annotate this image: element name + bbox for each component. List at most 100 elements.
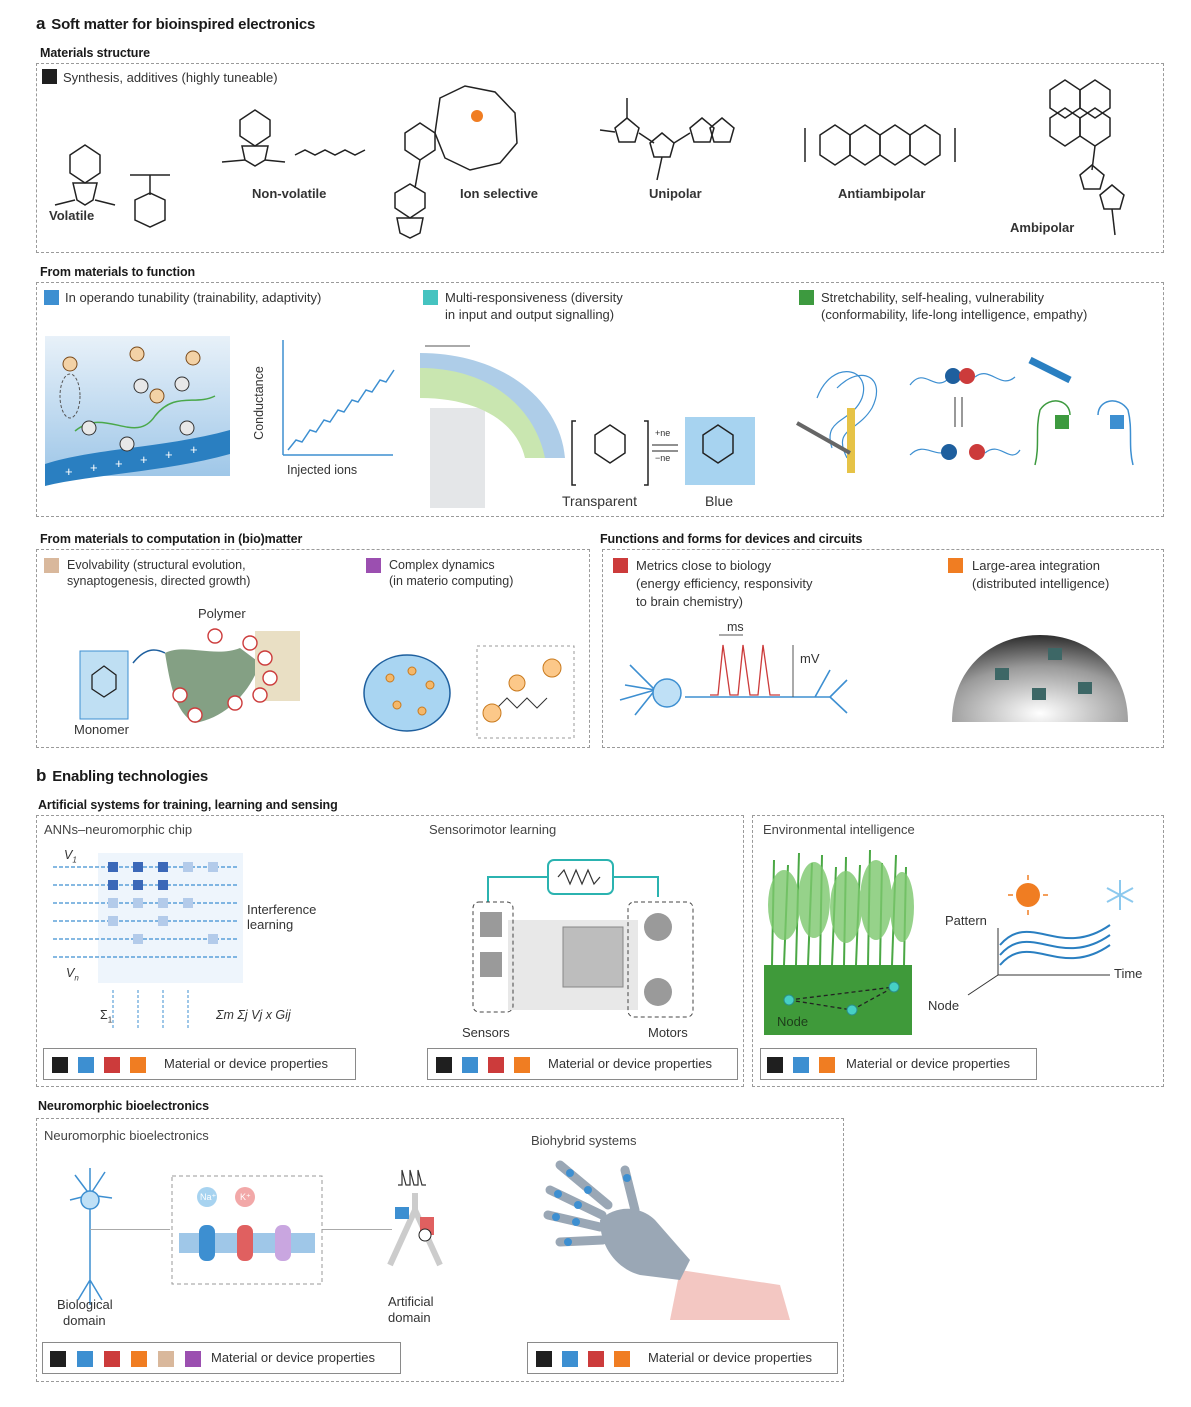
- prop-swatch-purple: [185, 1351, 201, 1367]
- na-ion-label: Na⁺: [200, 1192, 217, 1202]
- biological-neuron-illustration: [69, 1168, 113, 1305]
- empathy-heads-illustration: [1028, 356, 1134, 466]
- node-axis-label: Node: [928, 998, 960, 1013]
- swatch-black: [42, 69, 57, 84]
- prop-swatch-red: [104, 1351, 120, 1367]
- prop-swatch-blue: [562, 1351, 578, 1367]
- redox-plus-label: +ne: [655, 428, 671, 438]
- ann-vn-label: Vn: [66, 966, 79, 983]
- polymer-label: Polymer: [198, 606, 246, 621]
- monomer-polymer-illustration: [79, 628, 300, 723]
- prop-swatch-orange: [514, 1057, 530, 1073]
- legend-metrics-2: (energy efficiency, responsivity: [636, 576, 813, 591]
- prop-swatch-red: [104, 1057, 120, 1073]
- prop-swatch-red: [588, 1351, 604, 1367]
- crossbar-array-illustration: [53, 853, 243, 1030]
- prop-swatch-blue: [77, 1351, 93, 1367]
- self-healing-illustration: [796, 371, 878, 473]
- biological-domain-label-1: Biological: [57, 1297, 113, 1312]
- properties-box-neuromorphic: Material or device properties: [42, 1342, 401, 1374]
- prop-swatch-black: [436, 1057, 452, 1073]
- large-area-dome-illustration: [952, 635, 1128, 722]
- pattern-axis-label: Pattern: [945, 913, 987, 928]
- molecule-ambipolar-label: Ambipolar: [1010, 220, 1075, 235]
- legend-metrics-1: Metrics close to biology: [636, 558, 772, 573]
- motors-label: Motors: [648, 1025, 688, 1040]
- materials-to-computation-box: [36, 549, 590, 748]
- injected-ions-axis-label: Injected ions: [287, 463, 358, 477]
- prop-swatch-black: [536, 1351, 552, 1367]
- materials-to-function-box: [36, 282, 1164, 517]
- legend-complex-dynamics-1: Complex dynamics: [389, 558, 495, 572]
- panel-b-title-text: Enabling technologies: [52, 768, 208, 785]
- legend-stretchability-1: Stretchability, self-healing, vulnerabil…: [821, 290, 1045, 305]
- artificial-systems-title: Artificial systems for training, learnin…: [38, 798, 338, 812]
- prop-swatch-orange: [819, 1057, 835, 1073]
- ann-v1-sub: 1: [72, 855, 77, 865]
- ion-channel-membrane-illustration: [171, 1175, 323, 1285]
- panel-a-title-text: Soft matter for bioinspired electronics: [51, 16, 316, 33]
- prop-swatch-blue: [462, 1057, 478, 1073]
- legend-multiresponsive-1: Multi-responsiveness (diversity: [445, 290, 623, 305]
- sensorimotor-title: Sensorimotor learning: [429, 822, 557, 837]
- molecule-unipolar-label: Unipolar: [649, 186, 702, 201]
- k-ion-label: K⁺: [240, 1192, 251, 1202]
- functions-forms-title: Functions and forms for devices and circ…: [600, 532, 863, 546]
- ann-title: ANNs–neuromorphic chip: [44, 822, 193, 837]
- prop-swatch-orange: [614, 1351, 630, 1367]
- transparent-label: Transparent: [562, 493, 637, 509]
- multiresponsive-device-illustration: [420, 345, 565, 508]
- pattern-time-plot: [967, 875, 1134, 996]
- legend-evolvability-2: synaptogenesis, directed growth): [67, 574, 251, 588]
- legend-evolvability-1: Evolvability (structural evolution,: [67, 558, 246, 572]
- prop-swatch-black: [50, 1351, 66, 1367]
- materials-to-function-title: From materials to function: [40, 265, 196, 279]
- legend-complex-dynamics-2: (in materio computing): [389, 574, 514, 588]
- legend-large-area-2: (distributed intelligence): [972, 576, 1110, 591]
- swatch-red: [613, 558, 628, 573]
- sum-right-label: Σm Σj Vj x Gij: [216, 1008, 291, 1022]
- prosthetic-hand-illustration: [543, 1160, 790, 1320]
- swatch-purple: [366, 558, 381, 573]
- swatch-blue: [44, 290, 59, 305]
- svg-text:+: +: [115, 456, 123, 471]
- sensors-label: Sensors: [462, 1025, 510, 1040]
- interference-learning-label-2: learning: [247, 917, 294, 932]
- svg-text:+: +: [140, 452, 148, 467]
- swatch-orange: [948, 558, 963, 573]
- prop-swatch-blue: [78, 1057, 94, 1073]
- svg-text:+: +: [190, 442, 198, 457]
- artificial-domain-label-2: domain: [388, 1310, 431, 1325]
- crop-field-illustration: [764, 849, 914, 1035]
- environmental-title: Environmental intelligence: [763, 822, 915, 837]
- legend-metrics-3: to brain chemistry): [636, 594, 743, 609]
- materials-structure-box: [36, 63, 1164, 253]
- time-axis-label: Time: [1114, 966, 1143, 981]
- ion-polymer-illustration: +++ +++: [45, 336, 230, 486]
- legend-tunability: In operando tunability (trainability, ad…: [65, 290, 322, 305]
- ann-v1-text: V: [64, 848, 73, 862]
- artificial-systems-box: [36, 815, 744, 1087]
- sum-left-sub: 1: [107, 1015, 113, 1025]
- interference-learning-label-1: Interference: [247, 902, 317, 917]
- svg-text:+: +: [165, 447, 173, 462]
- swatch-green: [799, 290, 814, 305]
- legend-multiresponsive-2: in input and output signalling): [445, 307, 615, 322]
- ann-vn-sub: n: [74, 973, 79, 983]
- sum-left-label: Σ1: [100, 1008, 112, 1025]
- properties-box-biohybrid: Material or device properties: [527, 1342, 838, 1374]
- neuromorphic-bio-title: Neuromorphic bioelectronics: [38, 1099, 209, 1113]
- prop-swatch-orange: [131, 1351, 147, 1367]
- materials-structure-legend: Synthesis, additives (highly tuneable): [63, 70, 278, 85]
- molecule-ion-selective-label: Ion selective: [460, 186, 539, 201]
- artificial-neuron-transistor-illustration: [387, 1169, 443, 1267]
- molecule-antiambipolar-label: Antiambipolar: [838, 186, 926, 201]
- materials-to-computation-title: From materials to computation in (bio)ma…: [40, 532, 303, 546]
- ion-pair-illustration: [909, 368, 1021, 460]
- properties-box-ann: Material or device properties: [43, 1048, 356, 1080]
- ann-vn-text: V: [66, 966, 75, 980]
- biological-domain-label-2: domain: [63, 1313, 106, 1328]
- conductance-axis-label: Conductance: [251, 366, 266, 440]
- ann-v1-label: V1: [64, 848, 77, 865]
